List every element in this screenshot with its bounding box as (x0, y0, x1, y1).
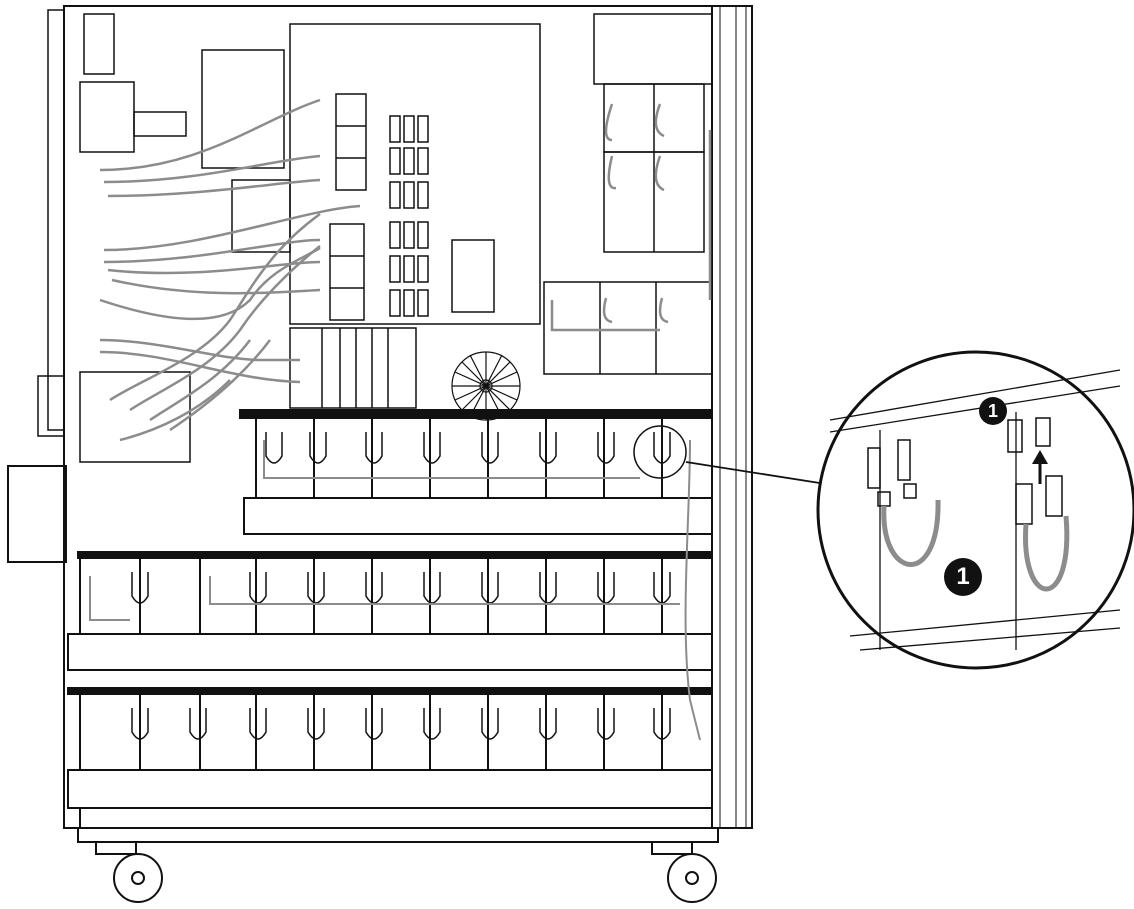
jumper-highlight-ring (633, 425, 687, 479)
upper-jumper-wires (550, 103, 712, 332)
caster-wheel-icon (95, 841, 163, 903)
arrow-up-icon (1032, 450, 1048, 484)
control-board (79, 13, 541, 463)
upper-battery-area (543, 13, 713, 375)
battery-tier-2 (67, 551, 713, 671)
battery-tier-3 (67, 687, 713, 829)
wiring-harness (99, 98, 361, 442)
battery-string-wires (89, 439, 701, 741)
callout-leader-line (685, 461, 827, 485)
cabinet-frame (7, 5, 753, 843)
detail-callout (816, 350, 1134, 670)
step-callout-badge-bottom: 1 (944, 558, 982, 596)
caster-wheel-icon (651, 841, 717, 903)
battery-tier-1 (239, 409, 713, 535)
step-callout-badge-top: 1 (979, 397, 1007, 425)
cooling-fan-icon (451, 351, 521, 421)
